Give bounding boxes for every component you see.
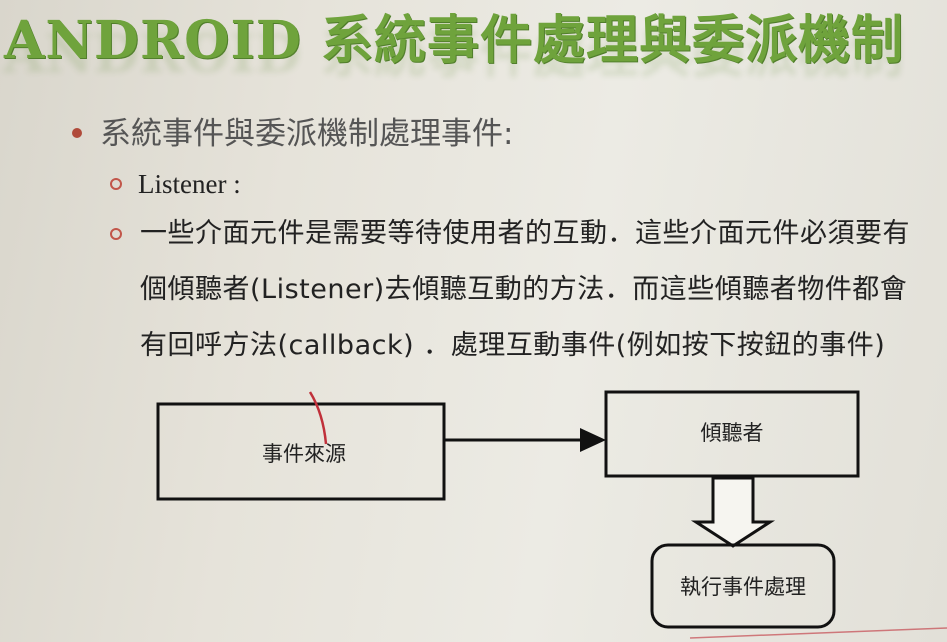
- event-source-label: 事件來源: [262, 442, 346, 466]
- slide-title: ANDROID 系統事件處理與委派機制: [4, 10, 905, 71]
- handler-box: [650, 543, 836, 629]
- bottom-rule: [689, 627, 947, 639]
- bullet-item: 系統事件與委派機制處理事件:: [72, 112, 672, 156]
- listener-label: 傾聽者: [701, 421, 764, 445]
- sub-bullet-ring-icon: [110, 177, 122, 190]
- bullet-dot-icon: [72, 127, 82, 138]
- sub-item-text: Listener :: [138, 169, 241, 199]
- arrow-head-icon: [580, 428, 606, 452]
- sub-bullet-ring-icon: [110, 228, 122, 240]
- event-source-box: [156, 402, 446, 501]
- handler-label: 執行事件處理: [680, 575, 806, 599]
- pen-mark: [308, 391, 328, 445]
- sub-item-description: 一些介面元件是需要等待使用者的互動．這些介面元件必須要有個傾聽者(Listene…: [110, 206, 930, 374]
- down-arrow-icon: [690, 476, 776, 548]
- sub-item-text: 一些介面元件是需要等待使用者的互動．這些介面元件必須要有個傾聽者(Listene…: [140, 218, 910, 361]
- listener-box: [604, 390, 860, 478]
- bullet-text: 系統事件與委派機制處理事件:: [100, 116, 514, 152]
- sub-item-listener: Listener :: [110, 164, 241, 204]
